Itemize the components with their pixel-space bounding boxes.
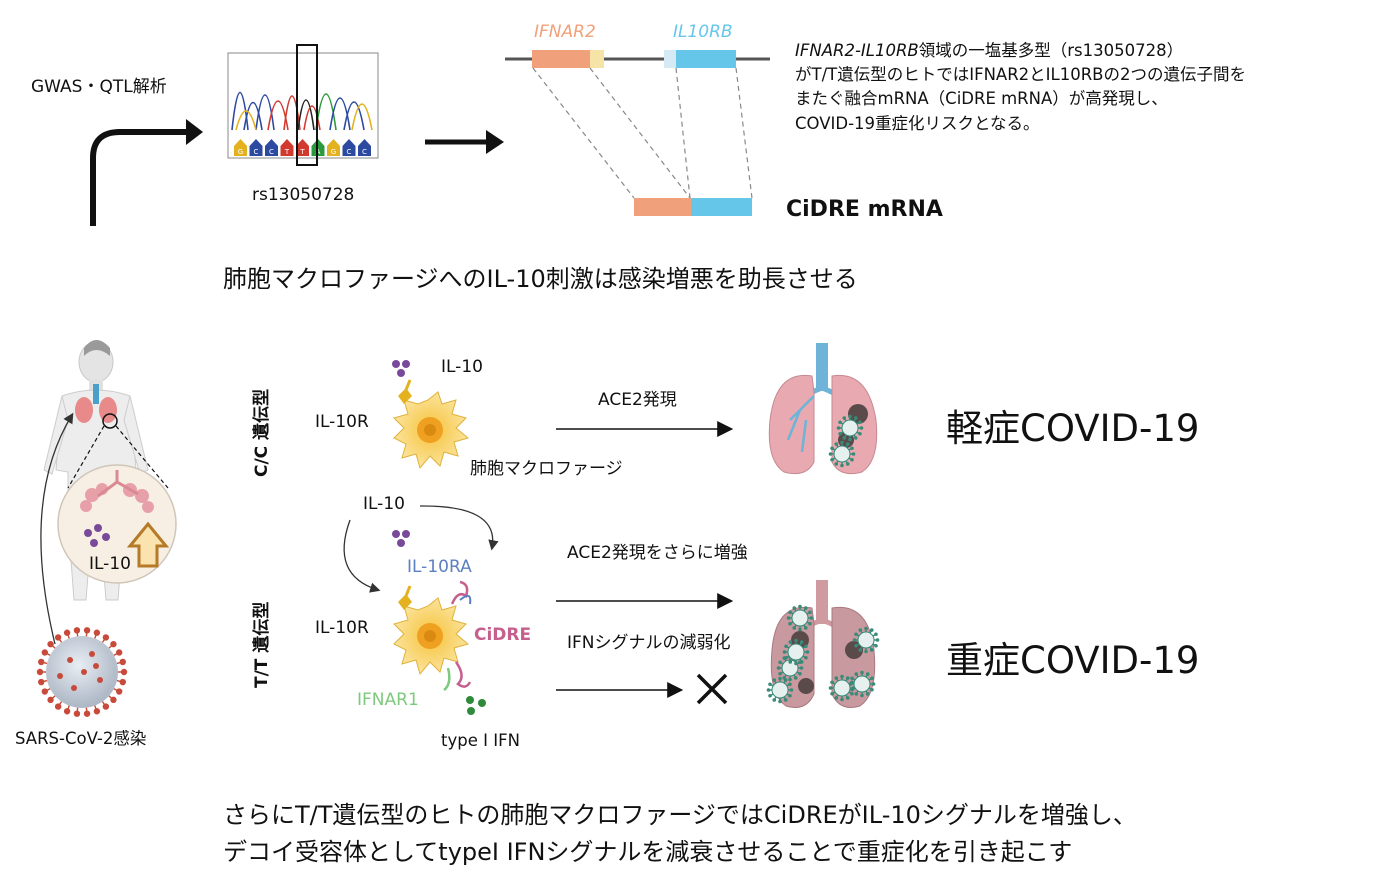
cidre-ifnar2-part (634, 198, 691, 216)
cc-il10r-label: IL-10R (315, 412, 369, 432)
il10-zoom-label: IL-10 (89, 554, 131, 574)
description-line-3: またぐ融合mRNA（CiDRE mRNA）が高発現し、 (795, 89, 1168, 108)
ifnar2-exon (532, 50, 590, 68)
il10rb-label: IL10RB (673, 22, 733, 42)
description-line-4: COVID-19重症化リスクとなる。 (795, 114, 1040, 133)
tt-il10r-label: IL-10R (315, 618, 369, 638)
cidre-il10rb-part (691, 198, 752, 216)
dna-base-letter: C (269, 148, 274, 156)
gwas-arrow (90, 129, 188, 226)
sars-cov-2-virus-icon (36, 627, 128, 717)
cidre-mrna-label: CiDRE mRNA (786, 197, 943, 222)
gene-track (505, 50, 770, 68)
dna-base-letter: T (284, 148, 290, 156)
dna-base-letter: G (331, 148, 336, 156)
virus-icon (836, 414, 864, 442)
tt-il10ra-label: IL-10RA (407, 557, 472, 577)
tt-ifn-label: type I IFN (441, 731, 520, 750)
tt-ifn-dots (466, 696, 486, 715)
description-line-1: IFNAR2-IL10RB領域の一塩基多型（rs13050728） (795, 41, 1183, 60)
ifnar2-label: IFNAR2 (534, 22, 596, 42)
cc-macrophage-cell (393, 379, 470, 470)
gwas-arrow-head (186, 119, 203, 145)
dna-base-tag (280, 139, 294, 156)
dna-base-letter: G (238, 148, 243, 156)
dna-base-tag (327, 139, 340, 156)
tt-il10-to-receptor-arrow (343, 519, 381, 593)
virus-icon (848, 670, 876, 698)
dna-base-tag (296, 139, 309, 156)
virus-icon (782, 638, 810, 666)
virus-icon (786, 604, 814, 632)
virus-icon (828, 674, 856, 702)
dna-base-letter: C (362, 148, 367, 156)
tt-cidre-label: CiDRE (474, 625, 531, 645)
il10-dots-zoom (84, 524, 110, 547)
dna-base-tag (358, 139, 371, 156)
dna-base-letter: C (254, 148, 259, 156)
tt-outcome-label: 重症COVID-19 (946, 639, 1199, 682)
bottom-line-1: さらにT/T遺伝型のヒトの肺胞マクロファージではCiDREがIL-10シグナルを… (223, 801, 1137, 829)
splice-mapping-lines (532, 67, 753, 199)
dna-base-letter: A (316, 148, 321, 156)
tt-il10-to-il10ra-arrow (419, 505, 499, 551)
virus-icon (828, 440, 856, 468)
cc-il10-label: IL-10 (441, 357, 483, 377)
virus-icon (766, 676, 794, 704)
infection-arrow (40, 412, 74, 645)
blocked-x-icon (696, 673, 728, 705)
increase-arrow-icon (126, 521, 170, 568)
cc-genotype-label: C/C 遺伝型 (251, 389, 272, 477)
tt-arrow-label-1: ACE2発現をさらに増強 (567, 543, 748, 563)
cc-arrow-label: ACE2発現 (598, 390, 677, 410)
tt-genotype-label: T/T 遺伝型 (251, 602, 272, 688)
cc-mild-lungs-icon (768, 343, 878, 475)
dna-base-tag (342, 139, 356, 156)
snp-highlight-box (296, 44, 318, 166)
tt-lung-viruses (766, 604, 880, 704)
tt-macrophage-cell (393, 580, 472, 691)
tt-arrow-label-2: IFNシグナルの減弱化 (567, 633, 731, 653)
bottom-line-2: デコイ受容体としてtypeI IFNシグナルを減衰させることで重症化を引き起こす (223, 838, 1072, 866)
description-line-2: がT/T遺伝型のヒトではIFNAR2とIL10RBの2つの遺伝子間を (795, 65, 1246, 84)
cc-outcome-label: 軽症COVID-19 (946, 407, 1199, 450)
dna-base-letter: T (299, 148, 305, 156)
tt-il10-dots (392, 530, 410, 547)
cc-cell-label: 肺胞マクロファージ (470, 459, 623, 479)
dna-base-letter: C (347, 148, 352, 156)
dna-base-tag (234, 139, 247, 156)
virus-icon (852, 626, 880, 654)
dna-base-tag (265, 139, 278, 156)
virus-icon (776, 654, 804, 682)
il10rb-exon (676, 50, 736, 68)
middle-heading: 肺胞マクロファージへのIL-10刺激は感染増悪を助長させる (223, 265, 858, 293)
gwas-label: GWAS・QTL解析 (31, 77, 167, 97)
dna-base-tag (249, 139, 263, 156)
tt-il10-label: IL-10 (363, 494, 405, 514)
snp-id-label: rs13050728 (252, 185, 354, 205)
cc-il10-dots (392, 360, 410, 377)
cc-lung-viruses (828, 414, 864, 468)
infection-label: SARS-CoV-2感染 (15, 729, 146, 748)
tt-ifnar1-label: IFNAR1 (357, 690, 419, 710)
